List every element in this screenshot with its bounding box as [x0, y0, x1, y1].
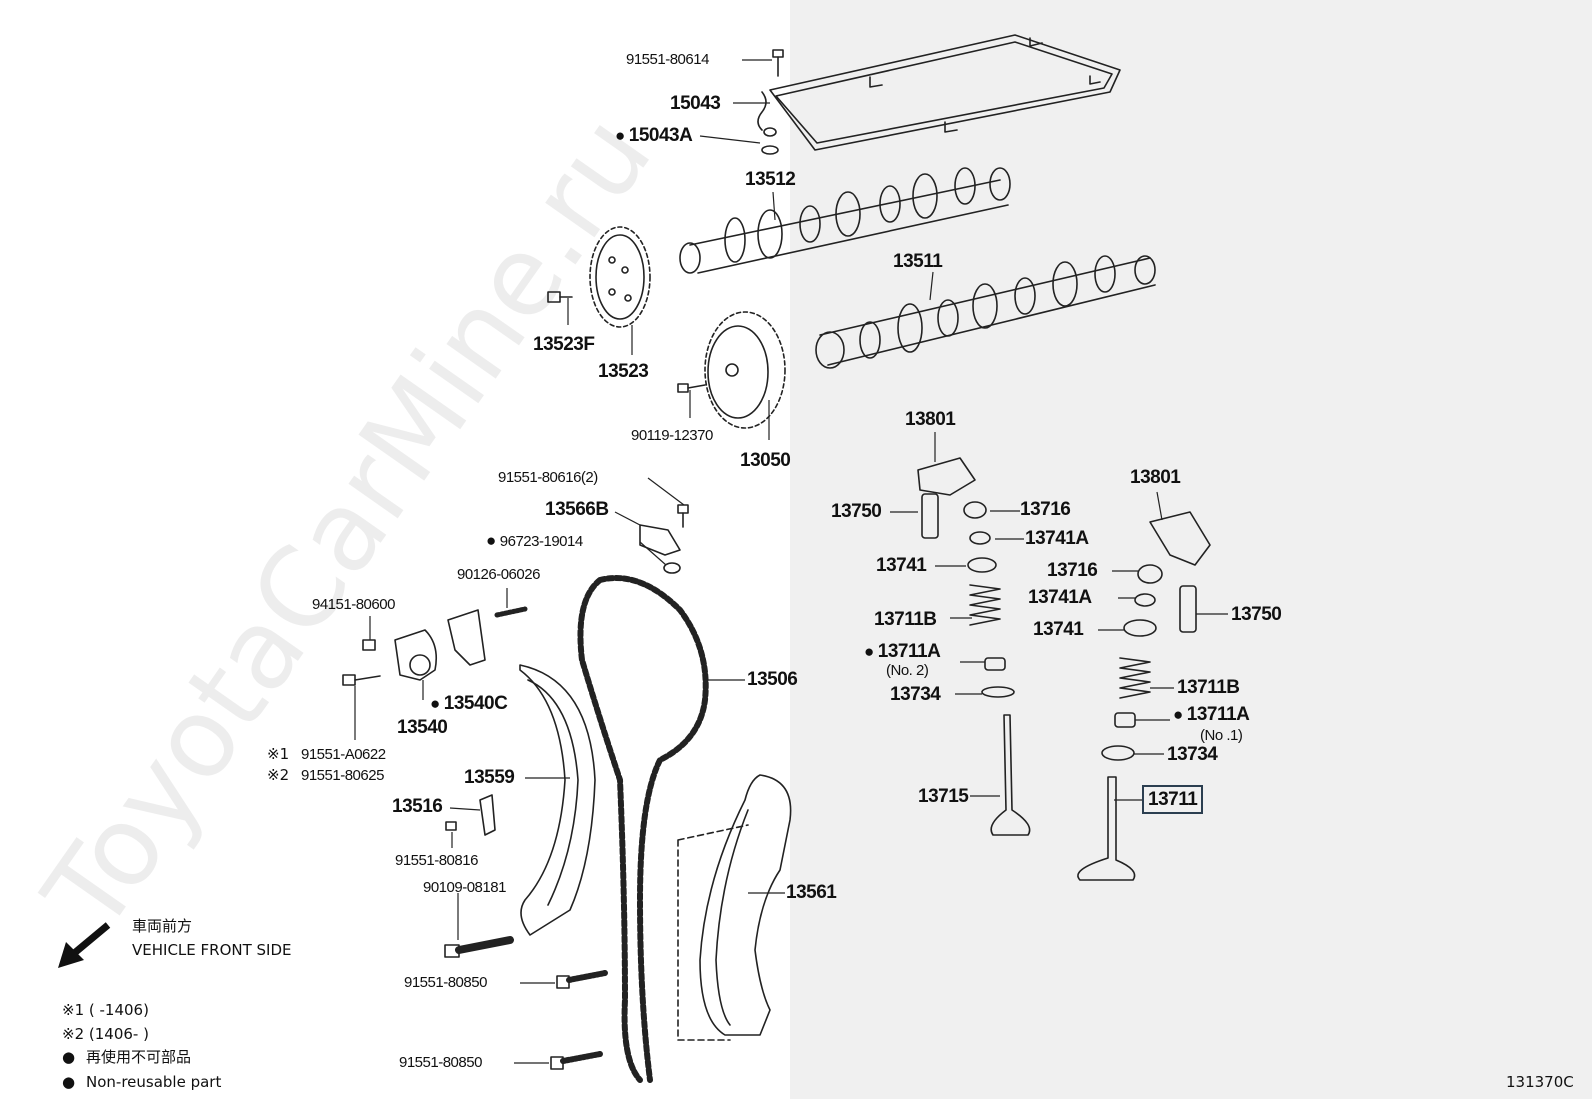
callout-90119-12370: 90119-12370 — [631, 427, 713, 444]
bolt-icon-80614 — [772, 49, 784, 77]
legend-bullet-icon-1: ● — [62, 1048, 76, 1066]
callout-96723-19014: 96723-19014 — [486, 532, 583, 549]
callout-91551-80850-b: 91551-80850 — [399, 1054, 482, 1071]
callout-91551-80850-a: 91551-80850 — [404, 974, 487, 991]
callout-13711b-b: 13711B — [1177, 677, 1240, 698]
callout-13711a-a-sub: (No. 2) — [886, 662, 929, 679]
marker-2: ※2 — [267, 766, 290, 784]
gasket-13540c — [447, 609, 486, 666]
callout-13512: 13512 — [745, 169, 796, 190]
marker-1: ※1 — [267, 745, 290, 763]
callout-13506: 13506 — [747, 669, 798, 690]
legend-nonreuse-jp: 再使用不可部品 — [86, 1048, 192, 1066]
bolt-icon-13523f — [547, 291, 573, 303]
callout-15043a: 15043A — [615, 126, 693, 145]
legend-nonreuse-en: Non-reusable part — [86, 1073, 222, 1091]
valve-spring-13711b-2 — [1119, 657, 1151, 699]
callout-13711a-a: 13711A — [864, 642, 941, 661]
callout-91551-80816: 91551-80816 — [395, 852, 478, 869]
callout-13741a-a: 13741A — [1025, 528, 1089, 549]
callout-13801-a: 13801 — [905, 409, 956, 430]
callout-13711a-b: 13711A — [1173, 705, 1250, 724]
lash-adjuster-13750b — [1179, 585, 1197, 633]
tensioner-slipper-13561 — [699, 774, 792, 1036]
callout-13540c: 13540C — [430, 694, 508, 713]
rocker-arm-13801b — [1149, 511, 1211, 566]
bolt-icon-80850a — [556, 970, 608, 989]
callout-13711-highlighted[interactable]: 13711 — [1141, 785, 1204, 814]
callout-13711b-a: 13711B — [874, 609, 937, 630]
legend-range-1: ※1 ( -1406) — [62, 1001, 149, 1019]
callout-91551-80625: 91551-80625 — [301, 767, 384, 784]
callout-13559: 13559 — [464, 767, 515, 788]
callout-13716-a: 13716 — [1020, 499, 1071, 520]
callout-13715: 13715 — [918, 786, 969, 807]
rocker-arm-13801a — [917, 457, 976, 496]
callout-13523f: 13523F — [533, 334, 595, 355]
callout-13561: 13561 — [786, 882, 837, 903]
valve-13711 — [1077, 776, 1136, 881]
sprocket-13523 — [589, 226, 651, 328]
callout-13523: 13523 — [598, 361, 649, 382]
chain-guide-13559 — [519, 664, 596, 936]
callout-13741-b: 13741 — [1033, 619, 1084, 640]
bolt-icon-80616 — [677, 504, 689, 528]
callout-13566b: 13566B — [545, 499, 609, 520]
bolt-icon-a0622 — [342, 674, 381, 686]
valve-spring-13711b — [969, 584, 1001, 626]
vehicle-front-arrow-icon — [58, 922, 111, 968]
callout-13734-b: 13734 — [1167, 744, 1218, 765]
bolt-icon-80816 — [445, 821, 457, 831]
camshaft-13512 — [679, 167, 1011, 274]
callout-91551-a0622: 91551-A0622 — [301, 746, 386, 763]
bolt-icon-94151 — [362, 639, 376, 651]
callout-94151-80600: 94151-80600 — [312, 596, 395, 613]
shaded-background — [790, 0, 1592, 1099]
oil-jet-13566b — [639, 524, 681, 556]
legend-front-en: VEHICLE FRONT SIDE — [132, 941, 292, 959]
callout-13741-a: 13741 — [876, 555, 927, 576]
callout-13734-a: 13734 — [890, 684, 941, 705]
legend-range-2: ※2 (1406- ) — [62, 1025, 149, 1043]
vvt-gear-13050 — [704, 311, 786, 429]
callout-13741a-b: 13741A — [1028, 587, 1092, 608]
callout-15043: 15043 — [670, 93, 721, 114]
bolt-icon-90119 — [677, 383, 706, 393]
callout-91551-80614: 91551-80614 — [626, 51, 709, 68]
callout-90109-08181: 90109-08181 — [423, 879, 506, 896]
lash-adjuster-13750a — [921, 493, 939, 539]
camshaft-13511 — [815, 255, 1156, 369]
callout-13801-b: 13801 — [1130, 467, 1181, 488]
callout-13716-b: 13716 — [1047, 560, 1098, 581]
figure-code: 131370C — [1506, 1073, 1574, 1091]
callout-13750-a: 13750 — [831, 501, 882, 522]
callout-13511: 13511 — [893, 251, 943, 272]
callout-13516: 13516 — [392, 796, 443, 817]
callout-13050: 13050 — [740, 450, 791, 471]
valve-13715 — [990, 714, 1031, 836]
legend-bullet-icon-2: ● — [62, 1073, 76, 1091]
callout-13711a-b-sub: (No .1) — [1200, 727, 1243, 744]
stud-icon-06026 — [494, 606, 528, 618]
timing-chain-13506 — [577, 575, 709, 1083]
tensioner-13540 — [394, 629, 438, 681]
callout-13750-b: 13750 — [1231, 604, 1282, 625]
callout-90126-06026: 90126-06026 — [457, 566, 540, 583]
head-cover-gasket — [769, 34, 1121, 151]
bolt-icon-08181 — [444, 936, 514, 958]
bolt-icon-80850b — [550, 1051, 603, 1070]
callout-91551-80616: 91551-80616(2) — [498, 469, 598, 486]
callout-13540: 13540 — [397, 717, 448, 738]
legend-front-jp: 車両前方 — [132, 917, 193, 935]
bracket-13516 — [479, 794, 496, 836]
